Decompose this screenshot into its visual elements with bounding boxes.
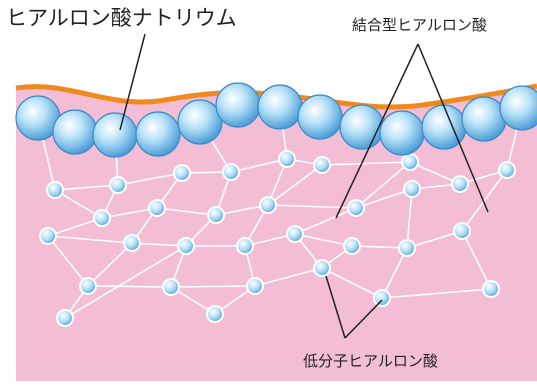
small-sphere xyxy=(110,177,126,193)
large-sphere xyxy=(93,113,137,157)
small-sphere xyxy=(344,238,360,254)
small-sphere xyxy=(454,223,470,239)
small-sphere xyxy=(247,278,263,294)
small-sphere xyxy=(483,281,499,297)
small-sphere xyxy=(452,176,468,192)
large-sphere xyxy=(298,95,342,139)
small-sphere xyxy=(399,240,415,256)
network-line xyxy=(171,286,255,287)
small-sphere xyxy=(404,181,420,197)
small-sphere xyxy=(208,207,224,223)
large-sphere xyxy=(178,100,222,144)
small-sphere xyxy=(57,310,73,326)
small-sphere xyxy=(279,151,295,167)
small-sphere xyxy=(348,200,364,216)
small-sphere xyxy=(94,210,110,226)
large-sphere xyxy=(53,110,97,154)
small-sphere xyxy=(237,238,253,254)
large-sphere xyxy=(380,111,424,155)
small-sphere xyxy=(402,154,418,170)
small-sphere xyxy=(178,238,194,254)
small-sphere xyxy=(499,162,515,178)
small-sphere xyxy=(287,226,303,242)
small-sphere xyxy=(260,197,276,213)
label-bound-hyaluronic-acid: 結合型ヒアルロン酸 xyxy=(352,14,487,35)
small-sphere xyxy=(163,279,179,295)
label-sodium-hyaluronate: ヒアルロン酸ナトリウム xyxy=(6,2,237,32)
large-sphere xyxy=(500,86,537,130)
small-sphere xyxy=(314,260,330,276)
small-sphere xyxy=(124,235,140,251)
network-line xyxy=(88,286,171,287)
large-sphere xyxy=(258,85,302,129)
large-sphere xyxy=(136,112,180,156)
small-sphere xyxy=(374,290,390,306)
small-sphere xyxy=(223,164,239,180)
small-sphere xyxy=(149,200,165,216)
large-sphere xyxy=(216,83,260,127)
small-sphere xyxy=(314,157,330,173)
label-low-molecular-hyaluronic-acid: 低分子ヒアルロン酸 xyxy=(303,350,438,371)
small-sphere xyxy=(47,182,63,198)
small-sphere xyxy=(40,228,56,244)
large-sphere xyxy=(340,105,384,149)
small-sphere xyxy=(80,278,96,294)
small-sphere xyxy=(174,165,190,181)
large-sphere xyxy=(462,97,506,141)
small-sphere xyxy=(207,306,223,322)
